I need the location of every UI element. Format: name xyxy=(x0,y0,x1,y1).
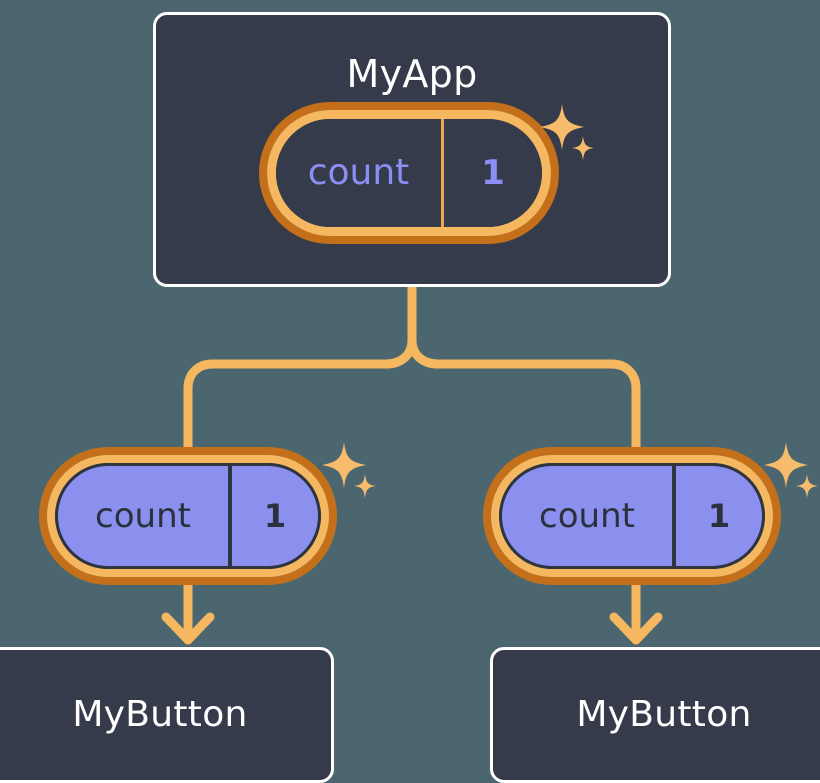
signal-divider xyxy=(672,466,676,566)
component-card-mybutton-right[interactable]: MyButton xyxy=(490,647,820,783)
sparkle-four-point-large-icon xyxy=(764,442,808,488)
component-card-mybutton-left[interactable]: MyButton xyxy=(0,647,334,783)
component-card-label: MyButton xyxy=(72,694,248,735)
signal-pill-left-inner: count 1 xyxy=(55,463,321,569)
signal-pill-root-inner: count 1 xyxy=(276,119,542,227)
signal-pill-root[interactable]: count 1 xyxy=(267,110,551,236)
signal-pill-left[interactable]: count 1 xyxy=(47,455,329,577)
signal-label: count xyxy=(307,152,410,193)
arrow-head-right xyxy=(609,612,663,645)
signal-divider xyxy=(441,119,444,227)
signal-value: 1 xyxy=(707,497,731,535)
signal-label: count xyxy=(95,496,191,536)
wire-branch-right xyxy=(407,335,641,460)
signal-pill-right-inner: count 1 xyxy=(499,463,765,569)
signal-value: 1 xyxy=(481,153,505,193)
wire-branch-left xyxy=(183,335,417,460)
sparkle-group-left xyxy=(318,440,378,506)
sparkle-four-point-small-icon xyxy=(796,474,818,498)
signal-label: count xyxy=(539,496,635,536)
sparkle-four-point-large-icon xyxy=(322,442,366,488)
component-card-label: MyButton xyxy=(576,694,752,735)
signal-value: 1 xyxy=(263,497,287,535)
arrow-head-left xyxy=(161,612,215,645)
page-title: MyApp xyxy=(346,52,478,96)
signal-pill-right[interactable]: count 1 xyxy=(491,455,773,577)
sparkle-four-point-small-icon xyxy=(354,474,376,498)
signal-divider xyxy=(228,466,232,566)
